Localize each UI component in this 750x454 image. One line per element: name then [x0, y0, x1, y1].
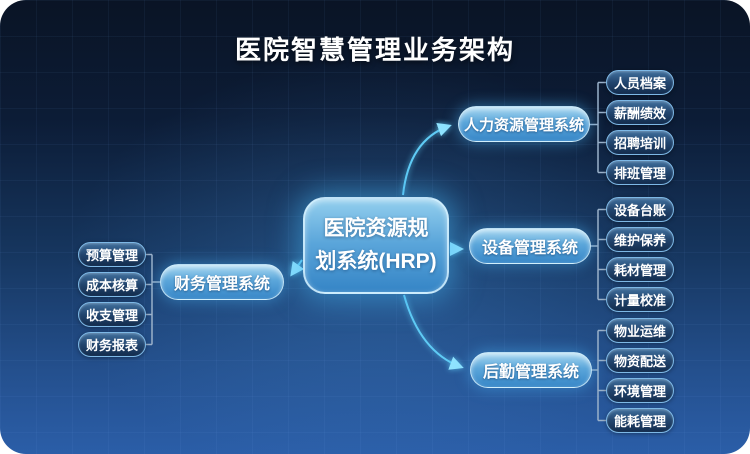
node-leaf-material-delivery: 物资配送	[606, 348, 674, 373]
node-leaf-environment: 环境管理	[606, 378, 674, 403]
hrp-label-line2: 划系统(HRP)	[315, 249, 437, 273]
node-leaf-budget: 预算管理	[78, 242, 146, 267]
node-leaf-energy: 能耗管理	[606, 408, 674, 433]
connector-hr-group	[589, 81, 606, 174]
diagram-title: 医院智慧管理业务架构	[234, 35, 515, 65]
node-branch-finance: 财务管理系统	[160, 264, 284, 300]
node-leaf-salary-performance: 薪酬绩效	[606, 100, 674, 125]
arrow-center-to-hr	[402, 123, 452, 196]
node-leaf-recruitment-training: 招聘培训	[606, 130, 674, 155]
node-leaf-consumables: 耗材管理	[606, 257, 674, 282]
node-leaf-property-ops: 物业运维	[606, 318, 674, 343]
node-hrp-center: 医院资源规 划系统(HRP)	[303, 197, 449, 294]
arrow-center-to-finance	[290, 259, 305, 277]
node-branch-equipment: 设备管理系统	[469, 228, 591, 264]
arrow-center-to-logistics	[403, 294, 464, 370]
node-leaf-shift-scheduling: 排班管理	[606, 160, 674, 185]
hrp-label-line1: 医院资源规	[323, 216, 429, 240]
connector-finance-group	[146, 253, 160, 346]
node-leaf-equipment-ledger: 设备台账	[606, 197, 674, 222]
node-leaf-calibration: 计量校准	[606, 287, 674, 312]
node-leaf-income-expense: 收支管理	[78, 302, 146, 327]
connector-logistics-group	[592, 329, 606, 422]
node-branch-logistics: 后勤管理系统	[470, 352, 592, 388]
node-leaf-financial-reports: 财务报表	[78, 332, 146, 357]
node-leaf-personnel-files: 人员档案	[606, 70, 674, 95]
node-leaf-maintenance: 维护保养	[606, 227, 674, 252]
node-branch-hr: 人力资源管理系统	[458, 106, 590, 142]
connector-equipment-group	[591, 208, 606, 301]
node-leaf-cost-accounting: 成本核算	[78, 272, 146, 297]
